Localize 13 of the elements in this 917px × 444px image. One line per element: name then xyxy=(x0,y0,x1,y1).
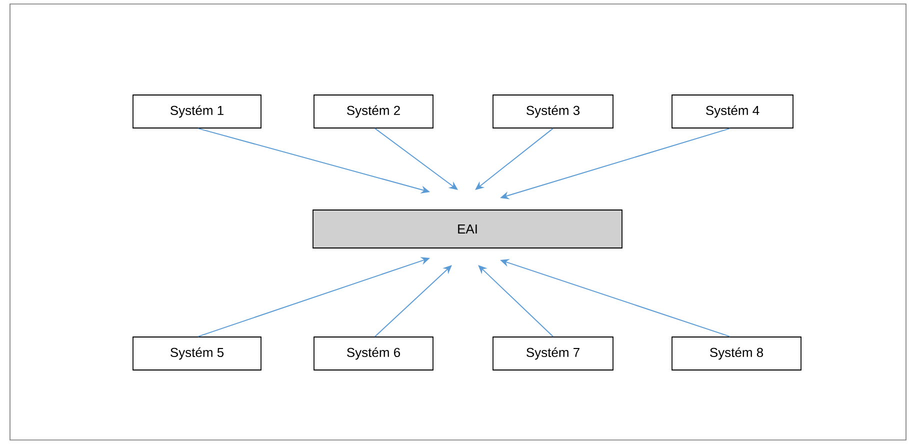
system-box: Systém 5 xyxy=(132,336,262,370)
hub-box: EAI xyxy=(312,210,622,248)
system-box: Systém 7 xyxy=(492,336,614,370)
arrow xyxy=(475,128,554,190)
system-box: Systém 2 xyxy=(314,94,434,128)
system-box: Systém 3 xyxy=(492,94,614,128)
system-box: Systém 8 xyxy=(672,336,802,370)
arrow xyxy=(478,265,554,338)
system-box: Systém 1 xyxy=(132,94,262,128)
arrow xyxy=(374,265,452,338)
system-box: Systém 6 xyxy=(314,336,434,370)
system-box: Systém 4 xyxy=(672,94,794,128)
arrow xyxy=(374,128,458,190)
